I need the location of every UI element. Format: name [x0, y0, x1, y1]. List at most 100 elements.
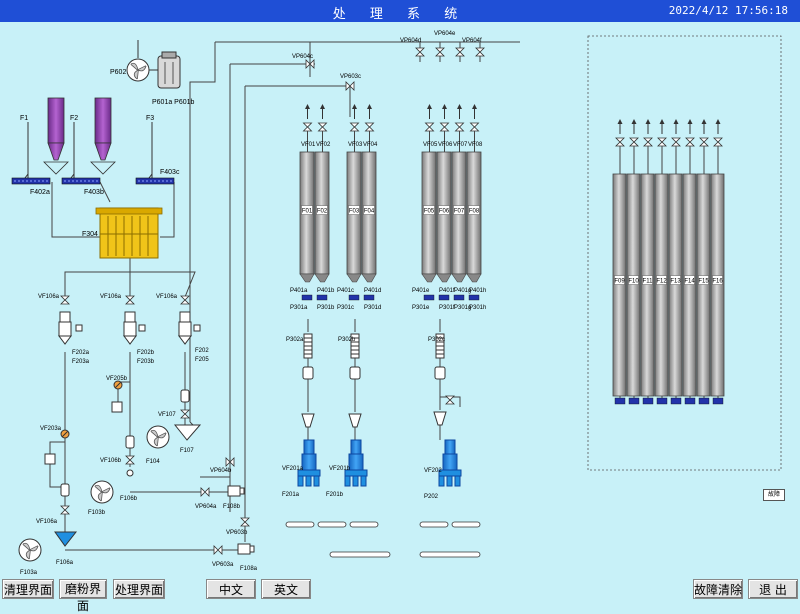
tank-label-F02: F02	[317, 209, 328, 215]
tank-label-F11: F11	[643, 279, 654, 285]
label-top-valve: VF05	[423, 142, 438, 148]
label-p301: P301h	[469, 305, 486, 311]
valve-tank-top-F04[interactable]	[365, 122, 374, 132]
valve-tank-top-F06[interactable]	[440, 122, 449, 132]
label-top-valve: VF04	[363, 142, 378, 148]
grind-page-button[interactable]: 磨粉界面	[59, 579, 107, 613]
valve-tank-top-F10[interactable]	[629, 137, 639, 147]
tank-bottom-feeder	[642, 397, 654, 405]
label-VP604a: VP604a	[195, 504, 217, 510]
tank-label-box	[656, 275, 667, 285]
valve-VF106a-1[interactable]	[60, 295, 70, 305]
tank-label-F04: F04	[364, 209, 375, 215]
valve-VF106a-4[interactable]	[60, 505, 70, 515]
tank-label-box	[453, 205, 465, 215]
valve-tank-top-F11[interactable]	[643, 137, 653, 147]
valve-VF106a-3[interactable]	[180, 295, 190, 305]
feeder-F403c	[135, 177, 175, 185]
valve-VF106a-2[interactable]	[125, 295, 135, 305]
valve-VP604e-1[interactable]	[435, 47, 445, 57]
tank-label-box	[642, 275, 653, 285]
tank-bottom-lines	[307, 319, 441, 332]
label-F403c: F403c	[160, 169, 180, 176]
vent-arrow-icon	[631, 118, 637, 135]
tank-label-F09: F09	[614, 279, 625, 285]
label-VF106a-2: VF106a	[100, 294, 122, 300]
boiler-F304	[95, 207, 163, 259]
valve-VP604d[interactable]	[415, 47, 425, 57]
valve-tank-top-F14[interactable]	[685, 137, 695, 147]
valve-VF106b[interactable]	[125, 455, 135, 465]
valve-P302c-out[interactable]	[445, 395, 455, 405]
tank-bottom-feeder	[423, 294, 435, 301]
valve-tank-top-F03[interactable]	[350, 122, 359, 132]
label-p401: P401e	[412, 288, 430, 294]
feeder-F402a	[11, 177, 51, 185]
clear-fault-button[interactable]: 故障清除	[693, 579, 743, 599]
valve-tank-top-F12[interactable]	[657, 137, 667, 147]
label-p401: P401c	[337, 288, 354, 294]
valve-tank-top-F15[interactable]	[699, 137, 709, 147]
label-p401: P401f	[439, 288, 455, 294]
pump-F201a	[297, 439, 321, 487]
valve-tank-top-F09[interactable]	[615, 137, 625, 147]
label-p301: P301a	[290, 305, 308, 311]
tank-F15	[696, 173, 711, 397]
vent-arrow-icon	[715, 118, 721, 135]
tank-label-F14: F14	[684, 279, 695, 285]
vent-arrow-icon	[351, 103, 358, 120]
label-P302c: P302c	[428, 337, 445, 343]
exit-button[interactable]: 退 出	[748, 579, 798, 599]
valve-tank-top-F07[interactable]	[455, 122, 464, 132]
label-F108a: F108a	[240, 566, 258, 572]
valve-tank-top-F08[interactable]	[470, 122, 479, 132]
tank-label-box	[684, 275, 695, 285]
tank-label-F07: F07	[454, 209, 465, 215]
label-F103b: F103b	[88, 510, 106, 516]
label-F104: F104	[146, 459, 160, 465]
label-F103a: F103a	[20, 570, 38, 576]
valve-tank-top-F02[interactable]	[318, 122, 327, 132]
tank-cone	[346, 273, 362, 283]
fan-P602	[126, 58, 150, 82]
english-button[interactable]: 英文	[261, 579, 311, 599]
tank-F09	[612, 173, 627, 397]
tank-label-box	[614, 275, 625, 285]
label-p301: P301f	[439, 305, 455, 311]
tank-label-F10: F10	[628, 279, 639, 285]
label-P302b: P302b	[338, 337, 356, 343]
valve-tank-top-F05[interactable]	[425, 122, 434, 132]
chinese-button[interactable]: 中文	[206, 579, 256, 599]
label-top-valve: VF06	[438, 142, 453, 148]
process-page-button[interactable]: 处理界面	[113, 579, 165, 599]
label-p401: P401g	[454, 288, 471, 294]
valve-VP604a[interactable]	[200, 487, 210, 497]
clock: 2022/4/12 17:56:18	[668, 4, 788, 17]
tank-label-F05: F05	[424, 209, 435, 215]
valve-VP604e-2[interactable]	[455, 47, 465, 57]
label-top-valve: VF08	[468, 142, 483, 148]
label-F203a: F203a	[72, 359, 90, 365]
valve-VF107[interactable]	[180, 409, 190, 419]
label-top-valve: VF02	[316, 142, 331, 148]
valve-VP603b[interactable]	[240, 517, 250, 527]
clean-page-button[interactable]: 清理界面	[2, 579, 54, 599]
cyclone-F202	[178, 311, 192, 345]
valve-VP603a[interactable]	[213, 545, 223, 555]
label-p301: P301g	[454, 305, 471, 311]
valve-tank-top-F13[interactable]	[671, 137, 681, 147]
vent-arrow-icon	[456, 103, 463, 120]
label-F108b: F108b	[223, 504, 241, 510]
valve-VP604f[interactable]	[475, 47, 485, 57]
tank-bottom-feeder	[614, 397, 626, 405]
label-VF203a: VF203a	[40, 426, 62, 432]
valve-tank-top-F01[interactable]	[303, 122, 312, 132]
tank-label-box	[301, 205, 313, 215]
tank-bottom-feeder	[301, 294, 313, 301]
label-VP603b: VP603b	[226, 530, 248, 536]
valve-tank-top-F16[interactable]	[713, 137, 723, 147]
status-indicator[interactable]: 故障	[763, 489, 785, 501]
tank-cone	[314, 273, 330, 283]
tank-bottom-feeder	[348, 294, 360, 301]
tank-label-F01: F01	[302, 209, 313, 215]
